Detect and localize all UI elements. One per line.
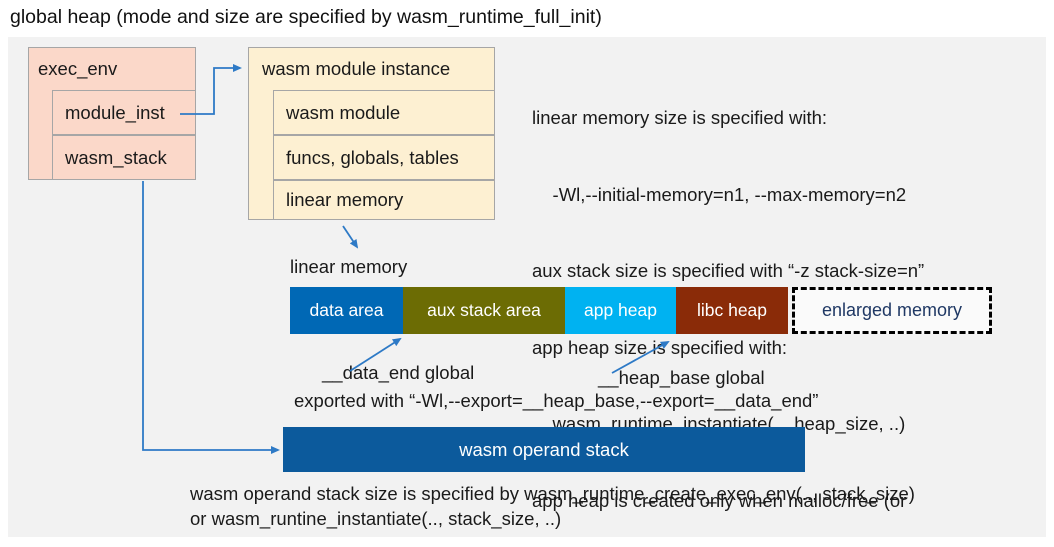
segment-app-heap: app heap — [565, 287, 676, 334]
funcs-globals-tables-label: funcs, globals, tables — [286, 147, 459, 168]
exec-env-row-module-inst: module_inst — [52, 90, 196, 135]
module-instance-row-funcs-globals-tables: funcs, globals, tables — [273, 135, 495, 180]
module-instance-row-linear-memory: linear memory — [273, 180, 495, 220]
note-line: app heap size is specified with: — [532, 336, 788, 358]
module-instance-header: wasm module instance — [262, 58, 451, 79]
wasm-stack-label: wasm_stack — [65, 147, 167, 168]
linear-memory-row-label: linear memory — [286, 189, 404, 210]
linear-memory-label: linear memory — [290, 256, 408, 277]
exported-note: exported with “-Wl,--export=__heap_base,… — [294, 390, 819, 411]
heap-base-global-label: __heap_base global — [598, 367, 765, 388]
segment-libc-heap: libc heap — [676, 287, 788, 334]
note-line: linear memory size is specified with: — [532, 107, 828, 128]
operand-stack-note: wasm operand stack size is specified by … — [190, 481, 915, 531]
wasm-operand-stack-bar: wasm operand stack — [283, 427, 805, 472]
note-line: aux stack size is specified with “-z sta… — [532, 260, 925, 281]
wasm-module-label: wasm module — [286, 102, 401, 123]
segment-enlarged-memory: enlarged memory — [792, 287, 992, 334]
module-inst-label: module_inst — [65, 102, 165, 123]
exec-env-row-wasm-stack: wasm_stack — [52, 135, 196, 180]
segment-data-area: data area — [290, 287, 403, 334]
note-line: -Wl,--initial-memory=n1, --max-memory=n2 — [532, 183, 907, 205]
note-line: wasm operand stack size is specified by … — [190, 483, 915, 504]
exec-env-header: exec_env — [38, 58, 118, 79]
note-line: app heap is created only when malloc/fre… — [532, 489, 907, 511]
page-title: global heap (mode and size are specified… — [10, 6, 602, 28]
memory-size-notes: linear memory size is specified with: -W… — [532, 54, 924, 547]
module-instance-row-wasm-module: wasm module — [273, 90, 495, 135]
segment-aux-stack-area: aux stack area — [403, 287, 565, 334]
note-line: or wasm_runtine_instantiate(.., stack_si… — [190, 508, 562, 529]
data-end-global-label: __data_end global — [322, 362, 475, 383]
